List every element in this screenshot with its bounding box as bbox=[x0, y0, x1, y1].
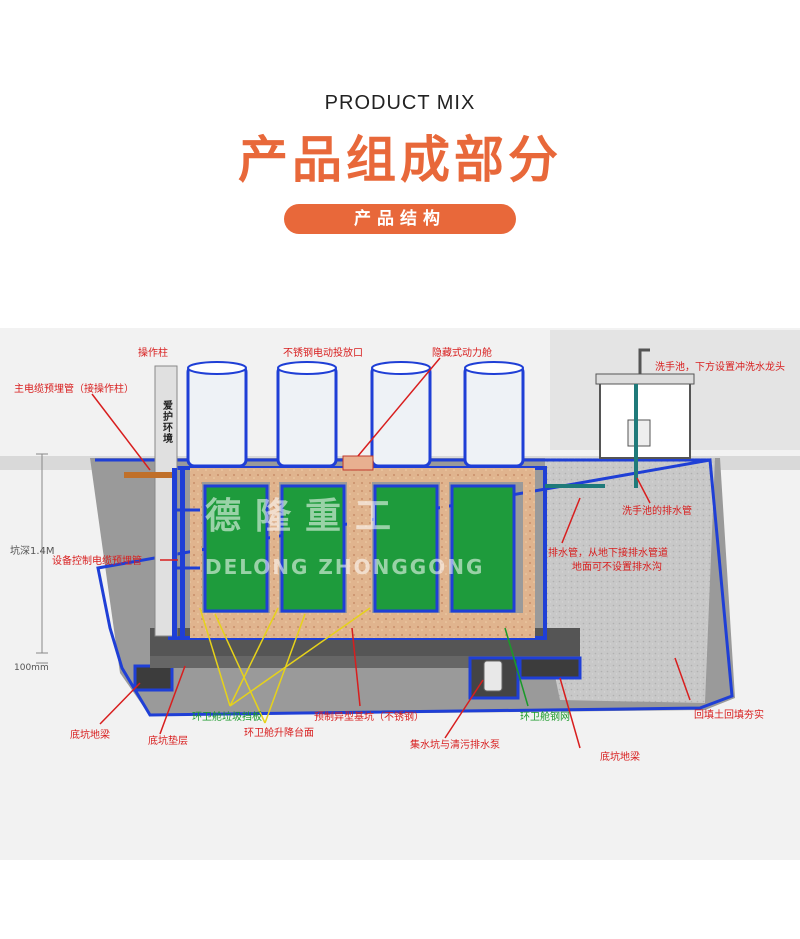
tank-4 bbox=[450, 484, 516, 613]
leader-sump-pump bbox=[444, 679, 484, 739]
label-basin-drain: 洗手池的排水管 bbox=[622, 504, 692, 517]
wash-basin-top bbox=[595, 373, 695, 385]
tank-2 bbox=[280, 484, 346, 613]
label-power-cabin: 隐藏式动力舱 bbox=[432, 346, 492, 359]
cylinder-4-top bbox=[464, 361, 524, 375]
base-beam-left bbox=[133, 664, 174, 692]
tank-group bbox=[203, 484, 516, 613]
cylinder-2 bbox=[276, 364, 338, 468]
depth-label: 坑深1.4M bbox=[10, 544, 55, 557]
subtitle-en: PRODUCT MIX bbox=[324, 92, 476, 114]
backfill-area bbox=[545, 458, 715, 703]
cylinder-1-top bbox=[187, 361, 247, 375]
cylinder-1 bbox=[186, 364, 248, 468]
leader-pit-beam-left bbox=[99, 682, 141, 725]
base-beam-right bbox=[518, 656, 582, 680]
label-wash-basin: 洗手池，下方设置冲洗水龙头 bbox=[655, 360, 785, 373]
label-pit-steel: 预制异型基坑（不锈钢） bbox=[314, 710, 424, 723]
watermark-cn: 德隆重工 bbox=[205, 496, 405, 537]
cylinder-4 bbox=[463, 364, 525, 468]
label-lift-platform: 环卫舱升降台面 bbox=[244, 726, 314, 739]
label-pit-beam-right: 底坑地梁 bbox=[600, 750, 640, 763]
label-pit-cushion: 底坑垫层 bbox=[148, 734, 188, 747]
column-text: 爱护环境 bbox=[161, 399, 173, 444]
leader-main-cable bbox=[91, 393, 151, 471]
leader-pit-beam-right bbox=[559, 677, 581, 749]
insulation-left bbox=[190, 468, 202, 638]
divider-3 bbox=[440, 468, 449, 638]
label-inlet: 不锈钢电动投放口 bbox=[283, 346, 363, 359]
leader-drain-pipe bbox=[561, 497, 581, 544]
label-pit-beam-left: 底坑地梁 bbox=[70, 728, 110, 741]
page-title: 产品组成部分 bbox=[238, 131, 562, 189]
label-backfill: 回填土回填夯实 bbox=[694, 708, 764, 721]
tank-1 bbox=[203, 484, 269, 613]
leader-steel-mesh bbox=[504, 627, 529, 707]
leader-trash-guard-2 bbox=[229, 607, 279, 707]
leader-lines-yellow bbox=[199, 607, 371, 724]
leader-power-cabin bbox=[357, 357, 441, 457]
wash-basin-panel bbox=[627, 419, 651, 447]
label-control-cable: 设备控制电缆预埋管 bbox=[52, 554, 142, 567]
label-main-cable: 主电缆预埋管（接操作柱） bbox=[14, 382, 134, 395]
leader-pit-steel bbox=[351, 627, 361, 707]
leader-pit-cushion bbox=[159, 665, 186, 735]
label-operation-column: 操作柱 bbox=[138, 346, 168, 359]
leader-basin-drain bbox=[636, 477, 651, 504]
leader-trash-guard-1 bbox=[199, 607, 231, 707]
power-cabin bbox=[342, 455, 374, 471]
cushion-label: 100mm bbox=[14, 663, 49, 673]
insulation-right bbox=[523, 468, 535, 638]
cylinder-3-top bbox=[371, 361, 431, 375]
section-pill: 产品结构 bbox=[284, 204, 516, 234]
column-bar-1 bbox=[172, 468, 177, 638]
label-drain-pipe-1: 排水管，从地下接排水管道 bbox=[548, 546, 668, 559]
label-steel-mesh: 环卫舱钢网 bbox=[520, 710, 570, 723]
leader-lines bbox=[91, 357, 691, 749]
tank-3 bbox=[373, 484, 439, 613]
divider-2 bbox=[347, 468, 372, 638]
divider-1 bbox=[270, 468, 279, 638]
label-drain-pipe-2: 地面可不设置排水沟 bbox=[572, 560, 662, 573]
inlet-cylinders bbox=[186, 361, 525, 468]
sump-pump bbox=[483, 660, 503, 692]
watermark-en: DELONG ZHONGGONG bbox=[205, 555, 484, 579]
leader-lift-platform-1 bbox=[214, 613, 266, 724]
leader-lift-platform-2 bbox=[264, 613, 306, 724]
faucet bbox=[638, 348, 650, 374]
main-cable-pipe bbox=[124, 472, 172, 478]
leader-backfill bbox=[674, 657, 691, 701]
label-trash-guard: 环卫舱垃圾挡板 bbox=[192, 710, 262, 723]
label-sump-pump: 集水坑与清污排水泵 bbox=[410, 738, 500, 751]
cylinder-2-top bbox=[277, 361, 337, 375]
structure-diagram: 爱护环境 德隆重工 DELONG ZHONGGONG 坑深1.4M 100mm bbox=[0, 328, 800, 860]
leader-trash-guard-3 bbox=[229, 607, 371, 707]
page-header: PRODUCT MIX 产品组成部分 产品结构 bbox=[0, 0, 800, 250]
column-bar-2 bbox=[180, 468, 185, 638]
